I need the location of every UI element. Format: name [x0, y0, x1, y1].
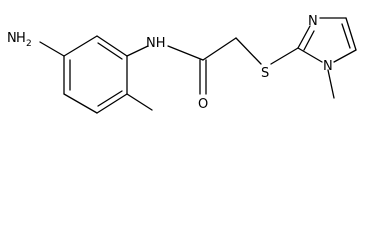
bond-ring-c1-c2	[96, 35, 128, 57]
bond-ring-nh	[126, 45, 149, 57]
bond-ch2-s	[235, 37, 262, 65]
bond-im-c4-c5	[345, 17, 357, 51]
bond-ring-c1-c2-inner	[97, 42, 123, 60]
atom-labels: N H 2 NH O S N N	[7, 14, 333, 112]
bond-nh-carbonyl	[167, 45, 204, 61]
bond-n-methyl	[327, 69, 335, 99]
bond-ring-c3-c4	[96, 93, 128, 114]
thioether-s-label: S	[261, 66, 269, 81]
bond-im-c2-n3-inner	[303, 30, 315, 51]
amine-subscript-label: 2	[26, 39, 32, 49]
bond-im-c2-n3	[297, 25, 311, 49]
bonds	[39, 17, 357, 114]
amine-n-label: N	[7, 31, 17, 46]
imidazole-n1-label: N	[323, 59, 333, 74]
bond-im-c5-n1	[333, 49, 357, 63]
bond-amine	[39, 41, 65, 57]
bond-ring-c4-c5	[63, 93, 98, 114]
bond-im-c4-c5-inner	[341, 23, 351, 49]
structural-formula: N H 2 NH O S N N	[7, 14, 357, 114]
imidazole-n3-label: N	[308, 14, 318, 29]
bond-ring-c3-c4-inner	[97, 90, 123, 107]
amide-nh-label: NH	[146, 36, 166, 51]
bond-ring-methyl	[126, 93, 153, 111]
bond-s-imidazole	[270, 47, 299, 65]
carbonyl-o-label: O	[198, 97, 208, 112]
bond-im-n1-c2	[297, 47, 323, 63]
amine-h-label: H	[16, 31, 26, 46]
bond-carbonyl-ch2	[202, 37, 237, 61]
bond-ring-c6-c1	[63, 35, 98, 57]
